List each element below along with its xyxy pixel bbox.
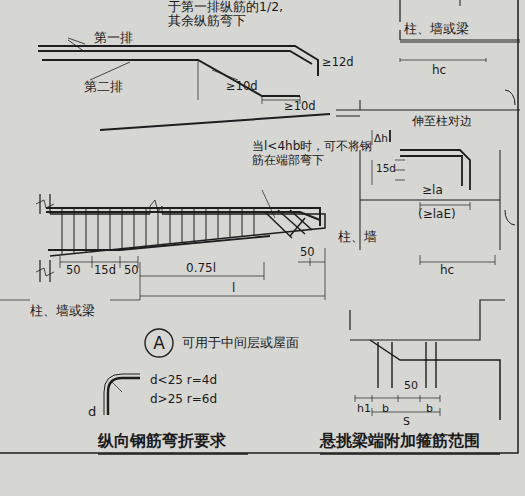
stirrup [425, 342, 426, 388]
stirrup [206, 208, 207, 240]
stirrup [242, 208, 243, 236]
drawing-label: 50 [66, 264, 81, 277]
drawing-label: ≥10d [284, 100, 316, 113]
stirrup [218, 208, 219, 239]
callout-letter: A [153, 333, 165, 353]
drawing-label: 悬挑梁端附加箍筋范围 [320, 432, 480, 450]
stirrup [62, 208, 63, 255]
stirrup [98, 208, 99, 251]
stirrup [74, 208, 75, 254]
drawing-label: h1 [357, 403, 371, 416]
drawing-label: d<25 r=4d [150, 374, 217, 388]
stirrup [194, 208, 195, 241]
drawing-label: ≥la [422, 184, 443, 198]
stirrup [86, 208, 87, 252]
drawing-label: b [382, 403, 389, 416]
drawing-label: 柱、墙或梁 [30, 304, 95, 318]
drawing-label: d>25 r=6d [150, 393, 217, 407]
drawing-label: ≥12d [322, 56, 354, 69]
drawing-label: 50 [124, 264, 139, 277]
drawing-label: S [403, 416, 410, 429]
drawing-label: 0.75l [186, 262, 216, 276]
stirrup [134, 208, 135, 247]
drawing-label: 15d [94, 264, 116, 277]
stirrup [146, 208, 147, 246]
stirrup [254, 208, 255, 235]
drawing-label: hc [432, 64, 446, 78]
drawing-label: ≥10d [226, 80, 258, 93]
callout-circle: A [144, 328, 174, 358]
stirrup [230, 208, 231, 238]
drawing-label: 纵向钢筋弯折要求 [98, 432, 226, 450]
drawing-label: 柱、墙或梁 [404, 22, 469, 36]
drawing-label: 第二排 [84, 80, 123, 94]
drawing-label: 第一排 [94, 31, 133, 45]
drawing-label: b [426, 403, 433, 416]
stirrup [435, 342, 436, 388]
stirrup [391, 342, 392, 388]
drawing-label: Δh [374, 132, 388, 144]
drawing-label: 伸至柱对边 [412, 115, 472, 129]
drawing-label: (≥laE) [418, 208, 456, 222]
stirrup [158, 208, 159, 245]
stirrup [182, 208, 183, 243]
stirrup [122, 208, 123, 249]
drawing-label: 可用于中间层或屋面 [182, 336, 299, 350]
drawing-label: 柱、墙 [338, 230, 377, 244]
drawing-label: 50 [404, 380, 418, 393]
stirrup [377, 342, 378, 388]
stirrup [110, 208, 111, 250]
drawing-label: hc [440, 264, 454, 278]
drawing-label: 于第一排纵筋的1/2, 其余纵筋弯下 [168, 0, 286, 29]
drawing-label: 当l<4hb时，可不将钢筋在端部弯下 [252, 140, 382, 168]
stirrup [170, 208, 171, 244]
drawing-label: 15d [376, 162, 396, 174]
drawing-label: 50 [300, 246, 315, 259]
drawing-label: d [88, 405, 96, 420]
drawing-label: l [232, 282, 235, 296]
